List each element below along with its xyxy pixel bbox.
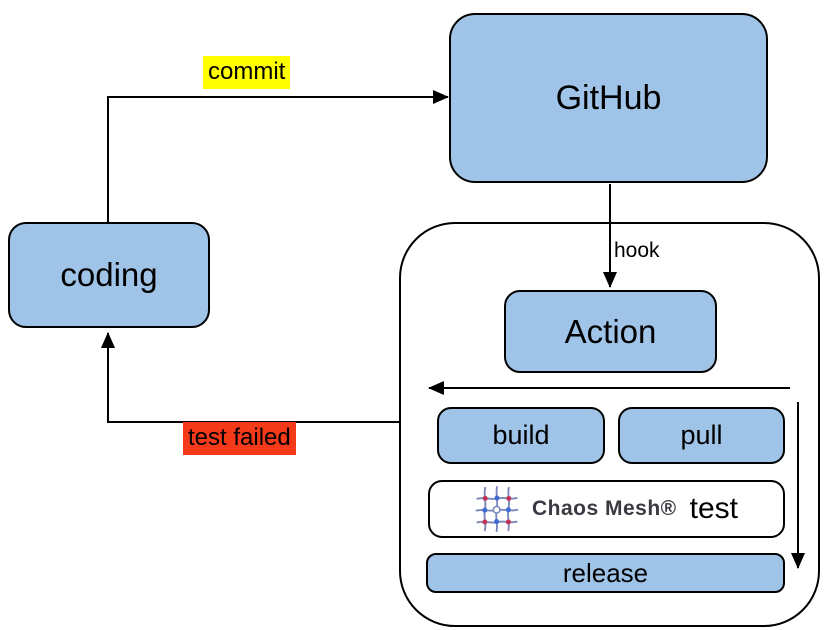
node-github: GitHub	[449, 13, 768, 183]
chaos-mesh-logo-icon	[475, 486, 519, 532]
node-build: build	[437, 407, 605, 464]
test-failed-edge-label: test failed	[183, 422, 296, 455]
hook-edge-label: hook	[614, 239, 660, 262]
test-failed-arrow	[101, 332, 400, 423]
node-release-label: release	[562, 557, 649, 588]
node-chaos-test: Chaos Mesh® test	[428, 480, 785, 538]
node-action: Action	[504, 290, 717, 373]
chaos-mesh-brand-label: Chaos Mesh®	[531, 497, 677, 520]
node-action-label: Action	[564, 312, 657, 350]
node-release: release	[426, 553, 785, 593]
node-test-label: test	[689, 492, 739, 525]
node-github-label: GitHub	[555, 78, 662, 117]
commit-arrow	[107, 90, 449, 222]
node-build-label: build	[492, 420, 550, 450]
node-pull: pull	[618, 407, 785, 464]
node-coding: coding	[8, 222, 210, 328]
node-pull-label: pull	[680, 420, 723, 450]
node-coding-label: coding	[60, 256, 158, 293]
commit-edge-label: commit	[203, 56, 291, 89]
